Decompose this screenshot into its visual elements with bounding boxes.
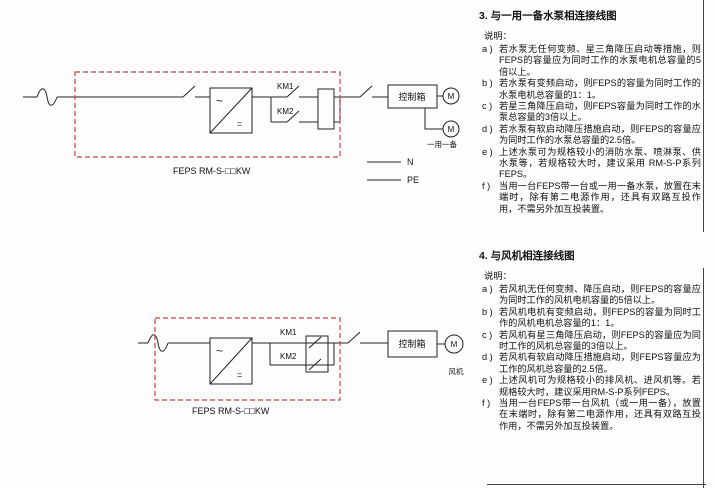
wires	[138, 342, 445, 366]
inverter-ac-symbol: ~	[216, 94, 223, 108]
motor-caption: 一用一备	[427, 139, 457, 149]
inverter-ac-symbol: ~	[216, 344, 223, 358]
page-border-bottom	[487, 484, 706, 485]
note-item: c ) 若星三角降压启动，则FEPS容量为同时工作的水泵总容量的3倍以上。	[482, 101, 701, 124]
section-3-title: 3. 与一用一备水泵相连接线图	[479, 10, 617, 22]
mains-break-icon	[36, 88, 58, 106]
note-item-text: 若风机电机有变频启动，则FEPS的容量为同时工作的风机电机总容量的1：1。	[499, 306, 701, 329]
contactor-km1-icon	[286, 85, 300, 98]
feps-enclosure-box	[154, 317, 341, 401]
feps-model-label: FEPS RM-S-□□KW	[173, 166, 251, 176]
fan-wiring-diagram: ~ = KM1 KM2 控制箱 M 风机 FEPS RM-S-□□KW	[138, 317, 464, 416]
km1-label: KM1	[280, 328, 297, 337]
pump-wiring-diagram: ~ = KM1 KM2 控制箱 M M 一用一备 N PE FEPS RM-S-…	[23, 71, 460, 185]
page-border-right	[703, 0, 704, 232]
contactor-km1-icon	[308, 336, 322, 349]
note-item: d ) 若水泵有软启动降压措施启动，则FEPS的容量应为同时工作的水泵总容量的2…	[482, 124, 701, 147]
control-box-label: 控制箱	[398, 338, 425, 349]
inverter-icon: ~ =	[209, 337, 253, 385]
note-item: b ) 若风机电机有变频启动，则FEPS的容量为同时工作的风机电机总容量的1：1…	[482, 307, 701, 330]
note-item: a ) 若风机无任何变频、降压启动，则FEPS的容量应为同时工作的风机电机容量的…	[482, 284, 701, 307]
motor-label: M	[448, 92, 455, 101]
note-item-text: 若星三角降压启动，则FEPS容量为同时工作的水泵总容量的3倍以上。	[499, 101, 701, 123]
inverter-dc-symbol: =	[237, 119, 242, 129]
note-item-label: a )	[482, 44, 493, 54]
feps-enclosure-box	[74, 71, 341, 158]
motor-caption: 风机	[449, 366, 464, 376]
km1-label: KM1	[277, 82, 294, 91]
note-item-label: c )	[482, 101, 493, 112]
note-item-text: 当用一台FEPS带一台或一用一备水泵，放置在末端时，除有第二电源作用，还具有双路…	[499, 180, 701, 214]
motor-icon: M	[442, 120, 460, 138]
contactor-km2-icon	[286, 110, 300, 123]
motor-label: M	[451, 340, 458, 349]
km2-label: KM2	[280, 352, 297, 361]
note-item-label: c )	[482, 329, 493, 340]
contactor-km2-icon	[308, 358, 322, 371]
note-item-text: 上述风机可为规格较小的排风机、进风机等。若规格较大时，建议采用RM-S-P系列F…	[499, 375, 701, 397]
isolator-switch-icon	[182, 85, 196, 98]
neutral-label: N	[407, 157, 414, 167]
note-item-label: f )	[482, 398, 491, 409]
note-item: e ) 上述风机可为规格较小的排风机、进风机等。若规格较大时，建议采用RM-S-…	[482, 375, 701, 398]
note-item: f ) 当用一台FEPS带一台风机（或一用一备），放置在末端时，除有第二电源作用…	[482, 398, 701, 432]
note-item-text: 上述水泵可为规格较小的消防水泵、喷淋泵、供水泵等，若规格较大时，建议采用 RM-…	[499, 146, 701, 180]
motor-icon: M	[444, 334, 464, 354]
note-item-text: 若风机有软启动降压措施启动，则FEPS容量应为工作的风机总容量的2.5倍。	[499, 352, 701, 374]
note-item-text: 若水泵有变频启动，则FEPS的容量为同时工作的水泵电机总容量的1：1。	[499, 78, 701, 100]
motor-label: M	[448, 125, 455, 134]
pe-label: PE	[407, 175, 419, 185]
section-4-notes: 4. 与风机相连接线图 说明： a ) 若风机无任何变频、降压启动，则FEPS的…	[479, 248, 701, 432]
note-item: e ) 上述水泵可为规格较小的消防水泵、喷淋泵、供水泵等，若规格较大时，建议采用…	[482, 147, 701, 181]
inverter-dc-symbol: =	[237, 370, 242, 380]
section-4-notes-heading: 说明：	[484, 271, 512, 281]
note-item-text: 当用一台FEPS带一台风机（或一用一备），放置在末端时，除有第二电源作用，还具有…	[499, 398, 701, 431]
note-item-text: 若水泵有软启动降压措施启动，则FEPS的容量应为同时工作的水泵总容量的2.5倍。	[499, 123, 701, 146]
note-item-label: d )	[482, 352, 493, 363]
note-item: f ) 当用一台FEPS带一台或一用一备水泵，放置在末端时，除有第二电源作用，还…	[482, 181, 701, 215]
control-box-label: 控制箱	[398, 91, 425, 102]
section-3-notes: 3. 与一用一备水泵相连接线图 说明： a ) 若水泵无任何变频、星三角降压启动…	[479, 8, 701, 215]
page-border-right	[703, 268, 704, 488]
note-item-label: e )	[482, 375, 493, 386]
wires	[23, 95, 443, 130]
contactor-block-icon	[305, 335, 329, 373]
isolator-switch-icon	[347, 331, 361, 344]
note-item: a ) 若水泵无任何变频、星三角降压启动等措施，则FEPS的容量应为同时工作的水…	[482, 44, 701, 78]
section-3-notes-heading: 说明：	[484, 31, 512, 41]
feps-model-label: FEPS RM-S-□□KW	[192, 406, 270, 416]
note-item-label: f )	[482, 180, 491, 191]
note-item-label: a )	[482, 284, 493, 294]
note-item-label: b )	[482, 78, 493, 89]
overload-relay-icon	[317, 88, 335, 130]
note-item: b ) 若水泵有变频启动，则FEPS的容量为同时工作的水泵电机总容量的1：1。	[482, 78, 701, 101]
km2-label: KM2	[277, 107, 294, 116]
isolator-switch-icon	[359, 85, 373, 98]
note-item-text: 若水泵无任何变频、星三角降压启动等措施，则FEPS的容量应为同时工作的水泵电机总…	[499, 44, 701, 77]
note-item-text: 若风机无任何变频、降压启动，则FEPS的容量应为同时工作的风机电机容量的5倍以上…	[499, 284, 701, 306]
note-item-text: 若风机有星三角降压启动，则FEPS的容量应为同时工作的风机总容量的3倍以上。	[499, 329, 701, 352]
control-box: 控制箱	[387, 330, 438, 358]
inverter-icon: ~ =	[209, 87, 253, 134]
mains-break-icon	[147, 334, 169, 352]
note-item-label: e )	[482, 146, 493, 157]
section-4-title: 4. 与风机相连接线图	[479, 250, 575, 262]
control-box: 控制箱	[387, 84, 438, 109]
note-item-label: d )	[482, 123, 493, 134]
motor-icon: M	[442, 87, 460, 105]
note-item-label: b )	[482, 306, 493, 317]
note-item: c ) 若风机有星三角降压启动，则FEPS的容量应为同时工作的风机总容量的3倍以…	[482, 330, 701, 353]
note-item: d ) 若风机有软启动降压措施启动，则FEPS容量应为工作的风机总容量的2.5倍…	[482, 352, 701, 375]
